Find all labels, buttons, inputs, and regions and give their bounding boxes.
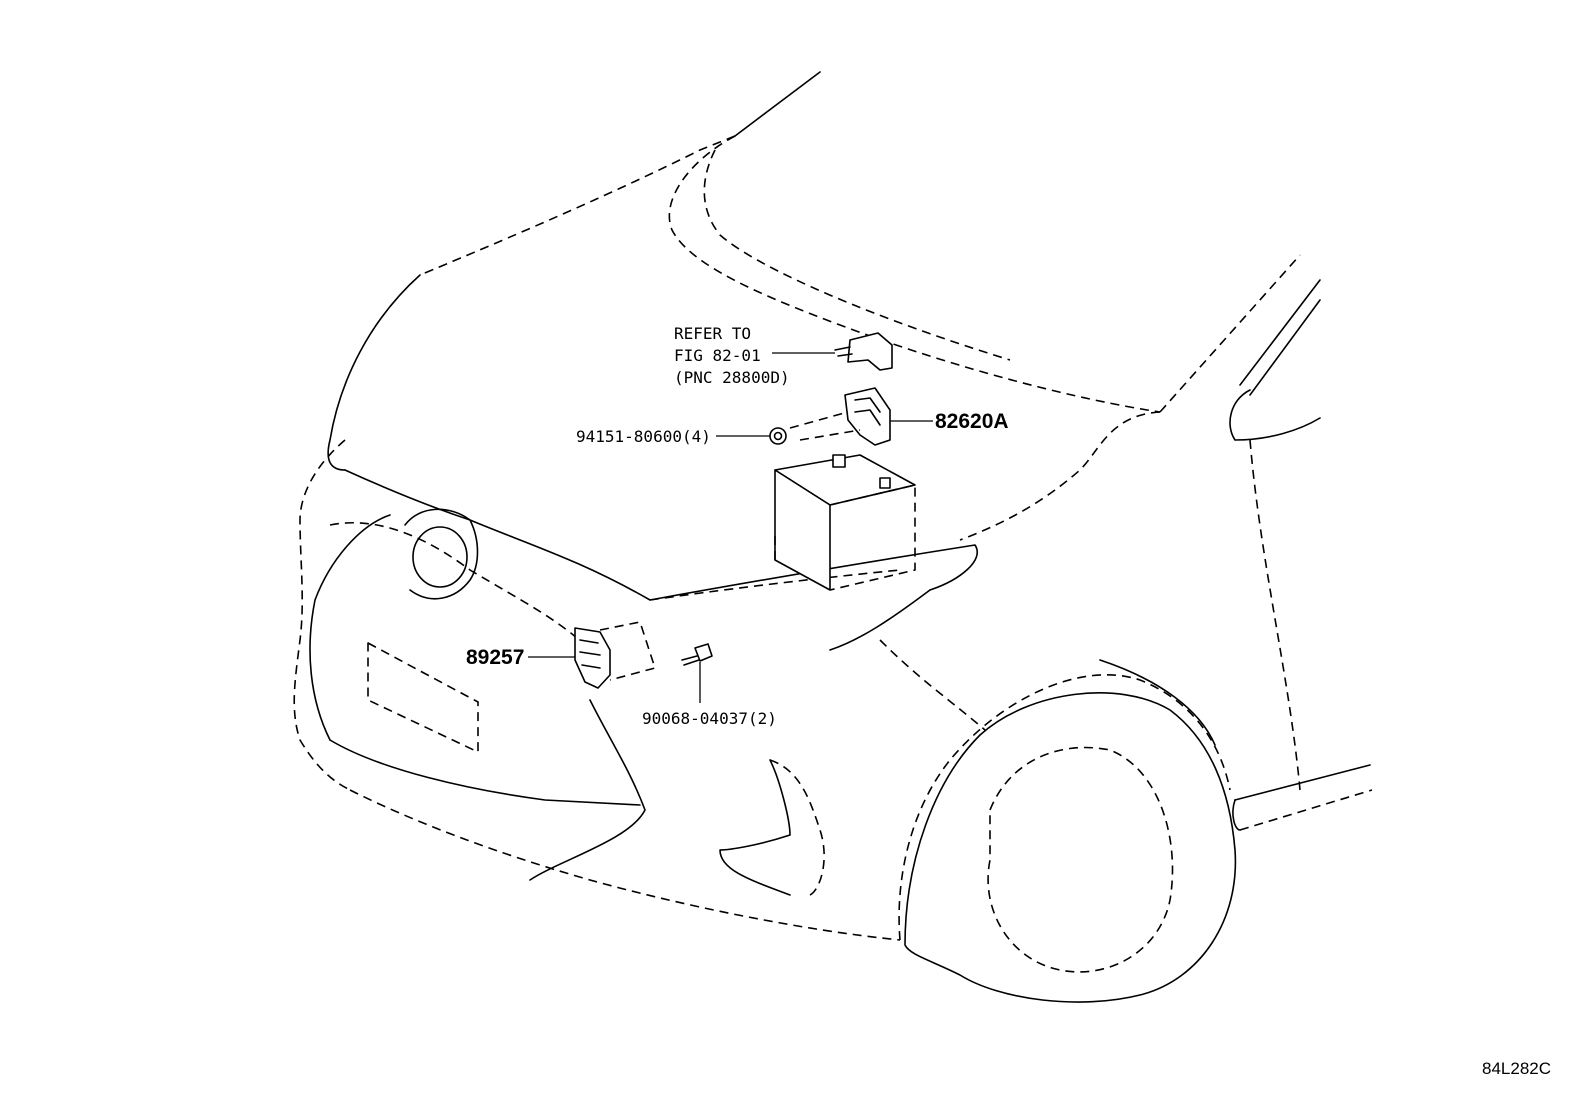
- headlight-inner: [829, 589, 931, 651]
- a-pillar-inner: [1239, 279, 1321, 386]
- headlight-lower: [649, 569, 901, 601]
- wheel-arch: [898, 674, 1231, 941]
- side-mirror: [1229, 389, 1321, 441]
- bolt-90068-head: [694, 643, 713, 662]
- bumper-crease: [529, 699, 646, 881]
- fender-line: [879, 639, 986, 731]
- label-part-82620a: 82620A: [935, 410, 1009, 433]
- roof-edge: [734, 71, 821, 137]
- emblem-surround: [404, 508, 479, 600]
- a-pillar: [1159, 254, 1301, 413]
- fog-intake-inner: [719, 759, 791, 896]
- emblem: [412, 526, 468, 588]
- bolt-94151-inner: [773, 431, 783, 441]
- bracket-28800d: [834, 332, 893, 371]
- label-bolt-90068: 90068-04037(2): [642, 709, 777, 728]
- battery-side: [829, 484, 916, 591]
- sensor-mount-lines: [599, 621, 656, 681]
- figure-code: 84L282C: [1482, 1059, 1551, 1078]
- lower-bumper: [349, 789, 901, 941]
- hood-left-edge: [327, 274, 421, 471]
- label-bolt-94151: 94151-80600(4): [576, 427, 711, 446]
- fender-arch-line: [1099, 659, 1216, 746]
- battery-terminal-2: [879, 477, 891, 489]
- hood-right-line: [959, 411, 1161, 541]
- bolt-94151: [769, 427, 787, 445]
- bolt-94151-head: [769, 427, 787, 445]
- fender-rear-edge: [1249, 439, 1301, 791]
- grille-top: [309, 514, 391, 741]
- bolt-90068: [681, 643, 713, 666]
- callout-labels: REFER TO FIG 82-01 (PNC 28800D) 94151-80…: [466, 324, 1551, 1078]
- hood-front-edge: [419, 135, 736, 276]
- cowl-line: [668, 135, 1161, 413]
- fuse-block-82620a: [789, 387, 891, 446]
- label-part-89257: 89257: [466, 646, 524, 669]
- wheel-rim: [987, 746, 1174, 973]
- rocker: [1239, 789, 1373, 831]
- fuse-block-body: [844, 387, 891, 446]
- label-refer-line2: FIG 82-01: [674, 346, 761, 365]
- sensor-detail: [579, 639, 601, 669]
- bracket-body: [847, 332, 893, 371]
- hood-crease: [703, 149, 1011, 361]
- bolt-90068-shank: [681, 655, 700, 666]
- battery-terminal-1: [832, 454, 846, 468]
- car-body: [293, 71, 1373, 1003]
- license-plate: [367, 642, 479, 753]
- leader-lines: [528, 352, 933, 703]
- lower-bumper-line: [329, 739, 641, 806]
- grille-outer: [329, 521, 591, 651]
- sensor-89257: [574, 621, 656, 689]
- fuse-block-mount-lines: [789, 411, 861, 441]
- label-refer-line3: (PNC 28800D): [674, 368, 790, 387]
- rocker-end: [1232, 799, 1241, 831]
- battery: [774, 454, 916, 591]
- door-bottom: [1234, 764, 1371, 801]
- label-refer-line1: REFER TO: [674, 324, 751, 343]
- sensor-body: [574, 627, 611, 689]
- a-pillar-inner2: [1249, 299, 1321, 396]
- wheel-outer: [904, 692, 1237, 1003]
- fuse-block-detail: [854, 397, 881, 426]
- bumper-left: [293, 439, 351, 791]
- bracket-detail: [834, 346, 853, 357]
